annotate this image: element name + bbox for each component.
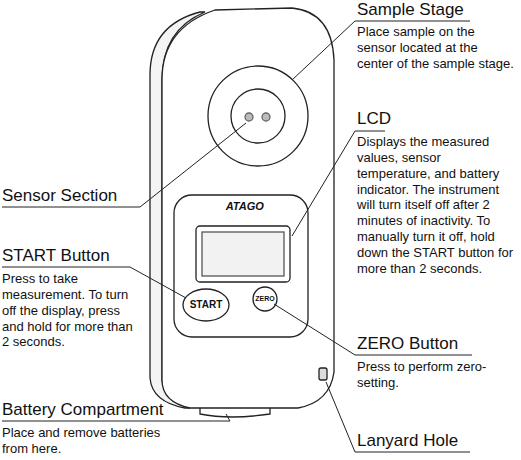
front-panel bbox=[174, 195, 308, 337]
part-name: Sensor Section bbox=[2, 186, 117, 207]
part-description: Place and remove batteries from here. bbox=[2, 425, 187, 457]
part-name: Battery Compartment bbox=[2, 400, 164, 421]
zero-button bbox=[253, 287, 277, 311]
leader-line bbox=[326, 382, 470, 452]
sample-stage bbox=[208, 66, 308, 166]
part-name: Sample Stage bbox=[357, 0, 464, 21]
battery-compartment bbox=[200, 408, 270, 417]
housing-front bbox=[162, 8, 334, 408]
lcd-screen bbox=[202, 232, 284, 276]
part-description: Press to perform zero-setting. bbox=[357, 359, 512, 391]
sensor-ring bbox=[231, 89, 285, 143]
part-description: Place sample on the sensor located at th… bbox=[357, 24, 517, 72]
part-name: START Button bbox=[2, 246, 110, 267]
button-label: ZERO bbox=[255, 295, 274, 304]
sensor-dot bbox=[262, 113, 270, 121]
button-label: START bbox=[190, 299, 223, 311]
brand-logo: ATAGO bbox=[226, 200, 264, 213]
lcd-frame bbox=[196, 226, 290, 282]
part-description: Displays the measured values, sensor tem… bbox=[357, 134, 517, 277]
leader-line bbox=[2, 123, 246, 207]
start-button bbox=[183, 289, 229, 321]
part-name: ZERO Button bbox=[357, 334, 458, 355]
part-name: Lanyard Hole bbox=[357, 431, 458, 452]
lanyard-hole bbox=[319, 368, 327, 380]
sensor-dot bbox=[245, 113, 253, 121]
part-name: LCD bbox=[357, 109, 391, 130]
part-description: Press to take measurement. To turn off t… bbox=[2, 271, 140, 350]
leader-line bbox=[274, 304, 472, 355]
